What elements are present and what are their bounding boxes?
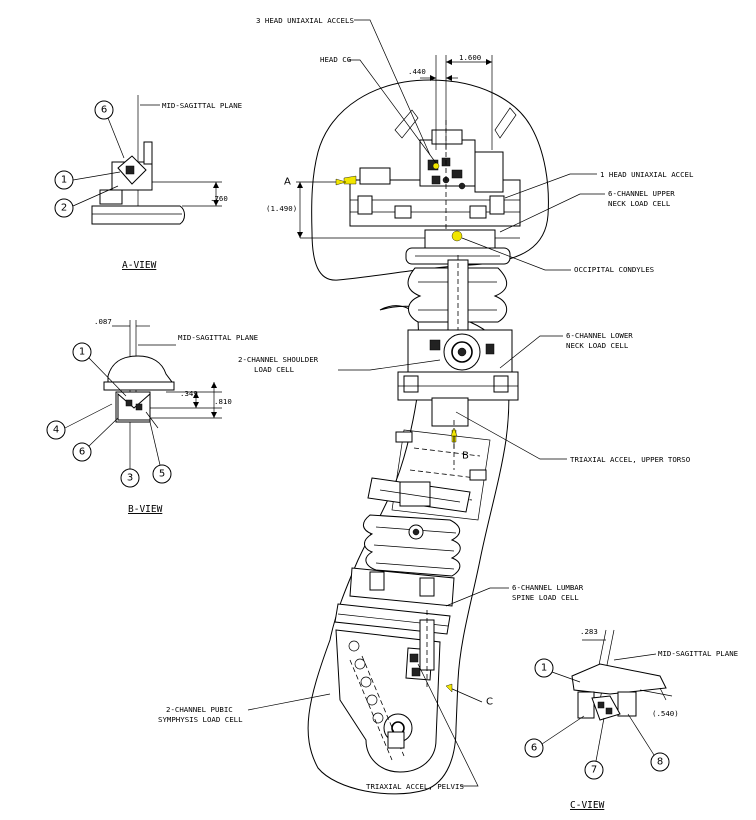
head-uniax-label: 1 HEAD UNIAXIAL ACCEL <box>600 170 694 179</box>
callout-lumbar: 6-CHANNEL LUMBAR SPINE LOAD CELL <box>445 583 584 607</box>
marker-c-label: C <box>486 697 493 708</box>
a-view-callout-6-text: 6 <box>101 105 107 116</box>
c-view-callout-7-text: 7 <box>591 765 597 776</box>
upper-neck-label-1: 6-CHANNEL UPPER <box>608 189 675 198</box>
a-view-dim-760-label: .760 <box>210 194 228 203</box>
pubic-load-cell <box>419 610 435 690</box>
c-view-callout-8 <box>650 752 670 772</box>
callout-pubic: 2-CHANNEL PUBIC SYMPHYSIS LOAD CELL <box>158 693 331 724</box>
a-view-mid-sagittal-label: MID-SAGITTAL PLANE <box>162 101 242 110</box>
c-view: .283 MID-SAGITTAL PLANE (.540) 1 6 7 8 C… <box>524 627 738 811</box>
c-view-callout-6 <box>524 738 544 758</box>
marker-b-label: B <box>462 451 469 462</box>
shoulder-label-2: LOAD CELL <box>254 365 295 374</box>
c-view-callout-7 <box>584 760 604 780</box>
top-dimensions: 1.600 .440 <box>408 53 493 150</box>
a-view-title: A-VIEW <box>122 260 157 271</box>
callout-upper-neck: 6-CHANNEL UPPER NECK LOAD CELL <box>499 189 675 233</box>
upper-neck-label-2: NECK LOAD CELL <box>608 199 671 208</box>
neck-segment <box>407 255 508 335</box>
head-instrument-assembly <box>300 107 521 250</box>
c-view-dim-283-label: .283 <box>580 627 598 636</box>
lumbar-load-cell <box>334 567 455 635</box>
b-view-mid-sagittal-label: MID-SAGITTAL PLANE <box>178 333 258 342</box>
c-view-callout-1-text: 1 <box>541 663 547 674</box>
b-view-dim-349-label: .349 <box>180 389 198 398</box>
b-view: .087 MID-SAGITTAL PLANE .349 .810 1 4 6 … <box>46 317 258 515</box>
a-view: MID-SAGITTAL PLANE .760 6 1 2 A-VIEW <box>54 95 242 271</box>
c-view-callout-8-text: 8 <box>657 757 663 768</box>
view-arrow-b: B <box>450 427 469 462</box>
dim-1490-label: (1.490) <box>266 204 297 213</box>
pubic-label-2: SYMPHYSIS LOAD CELL <box>158 715 243 724</box>
callout-shoulder: 2-CHANNEL SHOULDER LOAD CELL <box>238 355 441 374</box>
head-cg-label: HEAD CG <box>320 55 351 64</box>
lower-neck-load-cell <box>397 329 519 401</box>
view-arrow-c: C <box>445 683 493 708</box>
b-view-callout-3-text: 3 <box>127 473 133 484</box>
callout-head-triax: 3 HEAD UNIAXIAL ACCELS <box>256 16 431 156</box>
c-view-title: C-VIEW <box>570 800 605 811</box>
b-view-dim-087-label: .087 <box>94 317 112 326</box>
lower-neck-label-2: NECK LOAD CELL <box>566 341 629 350</box>
lumbar-spine-bellows <box>363 514 461 577</box>
b-view-callout-1-text: 1 <box>79 347 85 358</box>
b-view-title: B-VIEW <box>128 504 163 515</box>
lumbar-label-2: SPINE LOAD CELL <box>512 593 579 602</box>
c-view-callout-6-text: 6 <box>531 743 537 754</box>
c-view-dim-540-label: (.540) <box>652 709 679 718</box>
dim-1600-label: 1.600 <box>459 53 481 62</box>
upper-torso-label: TRIAXIAL ACCEL, UPPER TORSO <box>570 455 691 464</box>
c-view-mid-sagittal-label: MID-SAGITTAL PLANE <box>658 649 738 658</box>
callout-head-cg: HEAD CG <box>320 55 437 164</box>
b-view-callout-6-text: 6 <box>79 447 85 458</box>
b-view-callout-5-text: 5 <box>159 469 165 480</box>
c-view-callout-1 <box>534 658 554 678</box>
callout-occipital: OCCIPITAL CONDYLES <box>461 237 654 274</box>
b-view-callout-6 <box>72 442 92 462</box>
b-view-dim-810-label: .810 <box>214 397 232 406</box>
callout-pelvis: TRIAXIAL ACCEL, PELVIS <box>366 663 479 791</box>
thoracic-mount-plate <box>367 477 471 513</box>
a-view-callout-2-text: 2 <box>61 203 67 214</box>
a-view-callout-2 <box>54 198 74 218</box>
lower-neck-label-1: 6-CHANNEL LOWER <box>566 331 633 340</box>
dim-440-label: .440 <box>408 67 426 76</box>
b-view-callout-4 <box>46 420 66 440</box>
a-view-callout-1-text: 1 <box>61 175 67 186</box>
shoulder-label-1: 2-CHANNEL SHOULDER <box>238 355 319 364</box>
b-view-callout-5 <box>152 464 172 484</box>
head-triax-label: 3 HEAD UNIAXIAL ACCELS <box>256 16 354 25</box>
b-view-callout-4-text: 4 <box>53 425 59 436</box>
lumbar-label-1: 6-CHANNEL LUMBAR <box>512 583 584 592</box>
callout-lower-neck: 6-CHANNEL LOWER NECK LOAD CELL <box>499 331 633 369</box>
callout-head-uniax: 1 HEAD UNIAXIAL ACCEL <box>504 170 694 199</box>
view-arrow-a: A <box>284 177 347 188</box>
b-view-callout-1 <box>72 342 92 362</box>
occipital-label: OCCIPITAL CONDYLES <box>574 265 654 274</box>
pelvis-label: TRIAXIAL ACCEL, PELVIS <box>366 782 464 791</box>
a-view-callout-6 <box>94 100 114 120</box>
callout-upper-torso: TRIAXIAL ACCEL, UPPER TORSO <box>455 411 691 464</box>
marker-a-label: A <box>284 177 291 188</box>
pubic-label-1: 2-CHANNEL PUBIC <box>166 705 233 714</box>
dim-1490: (1.490) <box>266 182 303 238</box>
head-outline <box>311 79 549 281</box>
